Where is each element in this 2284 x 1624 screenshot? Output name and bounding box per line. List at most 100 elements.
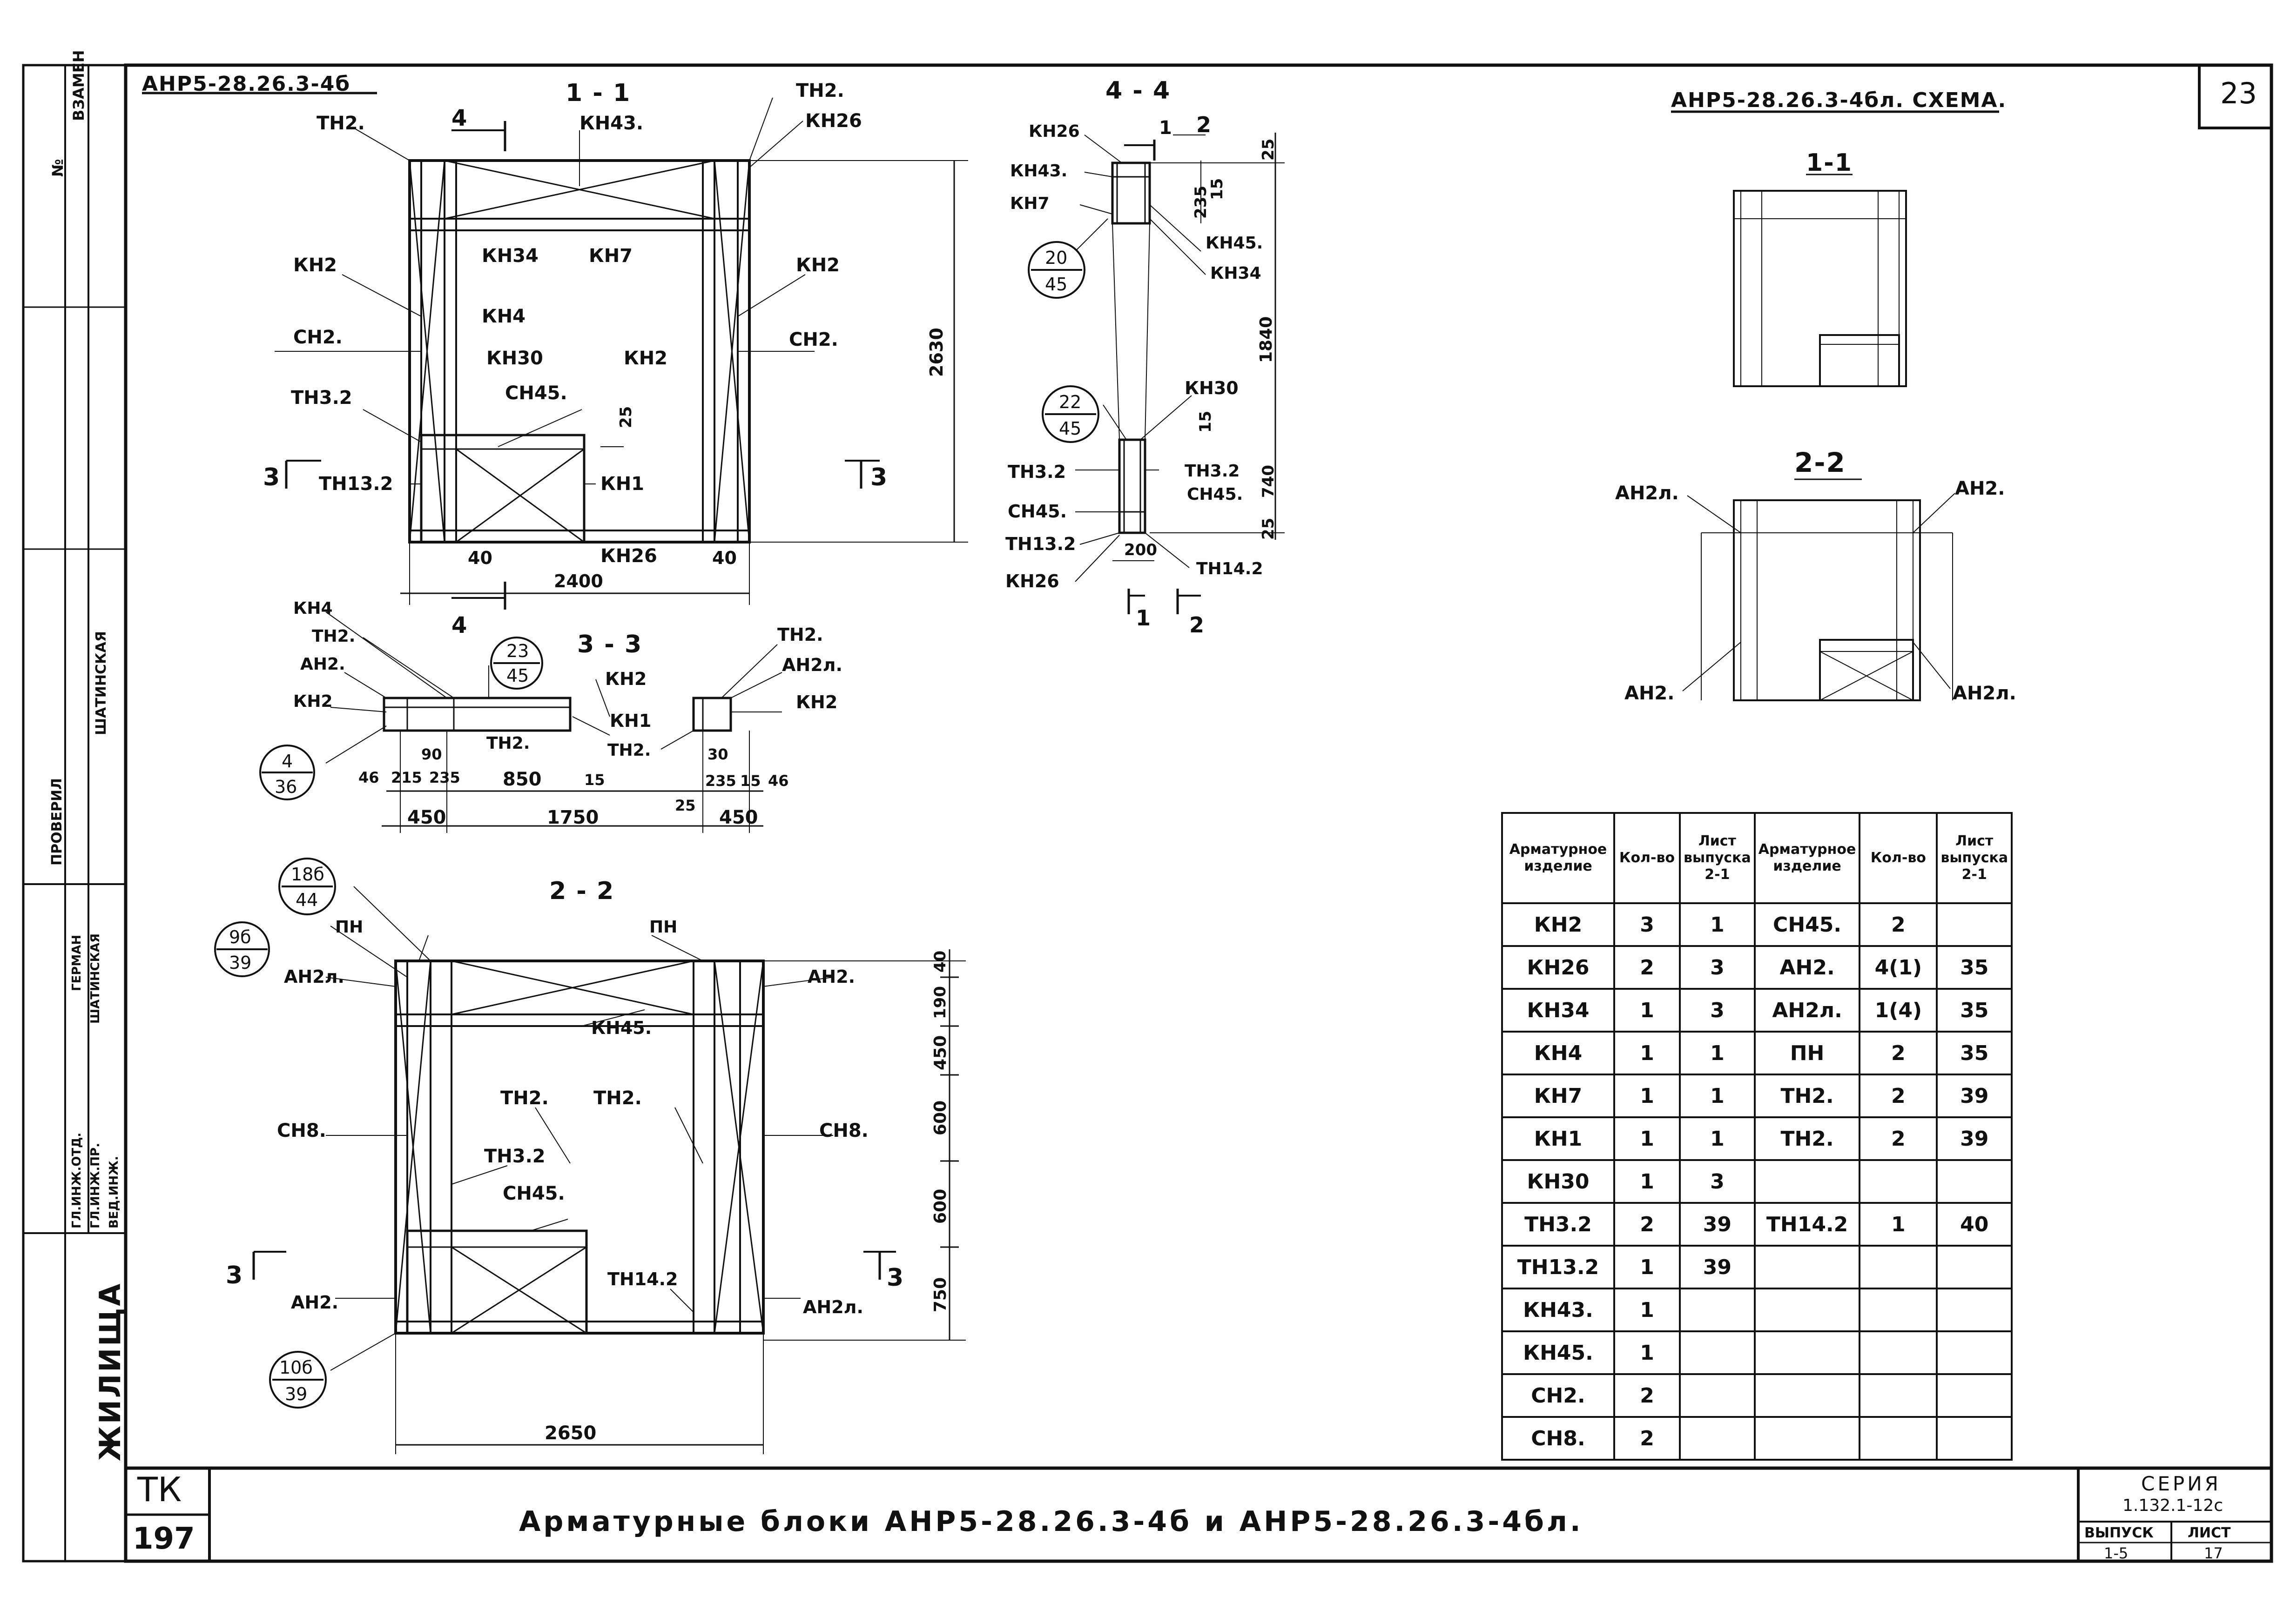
l22-dim-600b: 600 xyxy=(931,1188,950,1224)
l22-dim-40: 40 xyxy=(931,950,950,973)
spec-cell: ТН14.2 xyxy=(1753,1202,1861,1247)
spec-table: Арматурное изделие Кол-во Лист выпуска 2… xyxy=(1501,812,2013,1461)
spec-row: КН45.1 xyxy=(1501,1330,2013,1375)
spec-cell: КН7 xyxy=(1501,1074,1615,1118)
l44-cut2-top: 2 xyxy=(1196,112,1212,137)
spec-cell: 3 xyxy=(1679,1159,1756,1204)
spec-cell: 2 xyxy=(1859,1116,1938,1161)
spec-cell xyxy=(1936,1373,2013,1418)
side-no-label: № xyxy=(49,159,67,177)
spec-row: КН43.1 xyxy=(1501,1288,2013,1332)
l33-dim-1750: 1750 xyxy=(547,807,599,828)
l22-an2l-right: АН2л. xyxy=(803,1297,863,1317)
l11-dim-2630: 2630 xyxy=(926,328,947,377)
l33-bubble-top: 23 xyxy=(506,641,529,661)
spec-cell: АН2л. xyxy=(1753,988,1861,1033)
list-value: 17 xyxy=(2204,1544,2223,1562)
l44-cut1-bottom: 1 xyxy=(1136,605,1151,631)
spec-cell xyxy=(1753,1373,1861,1418)
main-title: Арматурные блоки АНР5-28.26.3-4б и АНР5-… xyxy=(519,1505,1583,1538)
spec-cell: 1 xyxy=(1613,1330,1681,1375)
side-role-3: ВЕД.ИНЖ. xyxy=(107,1156,121,1228)
l44-dim-25a: 25 xyxy=(1259,138,1278,161)
spec-cell: 39 xyxy=(1936,1116,2013,1161)
spec-cell: КН30 xyxy=(1501,1159,1615,1204)
spec-cell: 1 xyxy=(1679,902,1756,947)
l44-tn32-right: ТН3.2 xyxy=(1185,462,1240,481)
l11-sn2-right: СН2. xyxy=(789,329,838,350)
spec-header: Кол-во xyxy=(1613,812,1681,904)
l33-dim-450a: 450 xyxy=(407,807,446,828)
spec-cell: 4(1) xyxy=(1859,945,1938,990)
l44-sn45-right: СН45. xyxy=(1187,485,1243,504)
spec-cell: 3 xyxy=(1613,902,1681,947)
spec-cell: КН26 xyxy=(1501,945,1615,990)
spec-cell: СН2. xyxy=(1501,1373,1615,1418)
l44-tn132: ТН13.2 xyxy=(1005,534,1076,554)
l22-an2-right: АН2. xyxy=(808,966,856,987)
spec-cell: 40 xyxy=(1936,1202,2013,1247)
l11-dim-25: 25 xyxy=(617,406,635,428)
l22-bubble10-bottom: 39 xyxy=(285,1384,308,1404)
spec-cell: 1(4) xyxy=(1859,988,1938,1033)
l11-tn132: ТН13.2 xyxy=(319,473,393,495)
ls-an2l-top-left: АН2л. xyxy=(1615,483,1679,504)
l22-bubble9-bottom: 39 xyxy=(229,953,252,973)
spec-cell: 1 xyxy=(1613,1245,1681,1289)
l22-tn2-a: ТН2. xyxy=(500,1087,549,1109)
l22-an2-left: АН2. xyxy=(291,1292,339,1313)
spec-header: Арматурное изделие xyxy=(1753,812,1861,904)
side-name-2: ГЕРМАН xyxy=(70,934,84,991)
spec-cell: 35 xyxy=(1936,988,2013,1033)
side-check-label: ПРОВЕРИЛ xyxy=(49,778,65,866)
l22-bubble18-bottom: 44 xyxy=(296,890,318,910)
l22-bubble18-top: 18б xyxy=(291,864,324,885)
l33-bubble4-top: 4 xyxy=(282,751,293,772)
l11-cut4-top: 4 xyxy=(451,105,467,131)
spec-cell: 1 xyxy=(1613,1159,1681,1204)
list-label: ЛИСТ xyxy=(2188,1525,2231,1541)
l22-bubble9-top: 9б xyxy=(229,927,251,947)
spec-cell: КН1 xyxy=(1501,1116,1615,1161)
spec-cell: 35 xyxy=(1936,945,2013,990)
spec-cell: 1 xyxy=(1679,1031,1756,1075)
l22-sn8-right: СН8. xyxy=(819,1120,869,1141)
l33-an2: АН2. xyxy=(300,655,345,674)
view-title-main: АНР5-28.26.3-4б xyxy=(142,72,351,96)
spec-cell xyxy=(1679,1373,1756,1418)
series-label: СЕРИЯ xyxy=(2141,1472,2221,1495)
spec-cell xyxy=(1753,1159,1861,1204)
tk-label: ТК xyxy=(137,1470,182,1509)
l33-dim-235b: 235 xyxy=(705,772,736,790)
l44-bubble2-bottom: 45 xyxy=(1059,418,1082,439)
l33-bubble-bottom: 45 xyxy=(506,665,529,686)
spec-cell xyxy=(1936,1416,2013,1461)
l44-dim-15b: 15 xyxy=(1196,410,1215,433)
spec-row: СН8.2 xyxy=(1501,1416,2013,1461)
l33-dim-235: 235 xyxy=(429,769,460,786)
spec-cell: АН2. xyxy=(1753,945,1861,990)
spec-cell: СН45. xyxy=(1753,902,1861,947)
spec-cell: 1 xyxy=(1613,988,1681,1033)
spec-header: Арматурное изделие xyxy=(1501,812,1615,904)
l22-dim-450: 450 xyxy=(931,1035,950,1070)
issue-label: ВЫПУСК xyxy=(2084,1525,2154,1541)
spec-cell: ТН2. xyxy=(1753,1116,1861,1161)
side-role-2: ГЛ.ИНЖ.ПР. xyxy=(88,1143,102,1228)
l11-sn45: СН45. xyxy=(505,383,567,404)
l22-dim-750: 750 xyxy=(931,1277,950,1312)
ls-an2-bottom-left: АН2. xyxy=(1624,683,1675,704)
view-title-scheme: АНР5-28.26.3-4бл. СХЕМА. xyxy=(1671,88,2007,112)
issue-value: 1-5 xyxy=(2104,1544,2129,1562)
spec-cell xyxy=(1859,1159,1938,1204)
spec-cell: 39 xyxy=(1679,1245,1756,1289)
l22-tn2-b: ТН2. xyxy=(593,1087,642,1109)
l33-tn2-a: ТН2. xyxy=(312,627,356,646)
